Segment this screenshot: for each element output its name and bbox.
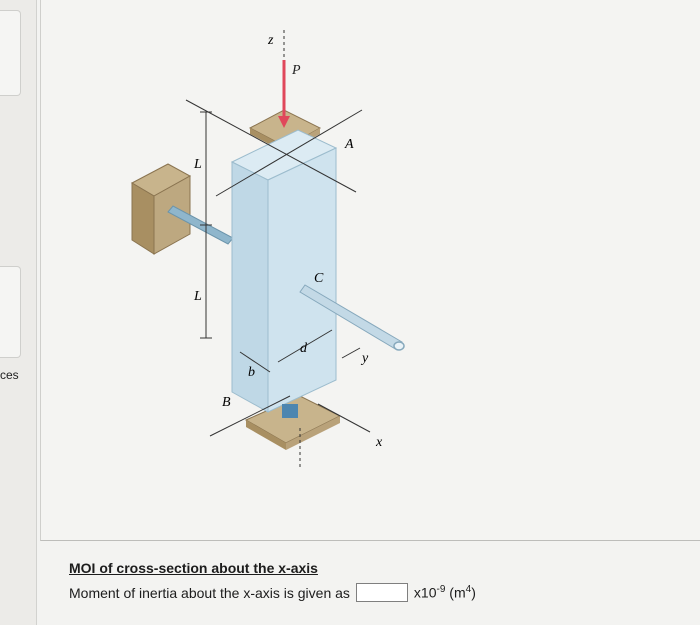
load-arrow-head [278,116,290,128]
dimension-line-b [239,351,271,373]
label-b: b [248,365,255,380]
sidebar-card[interactable] [0,10,21,96]
top-line-2 [215,109,363,197]
label-z: z [267,33,274,48]
label-A: A [344,137,354,152]
column-figure: z P A L L C d b y B x [130,30,405,470]
question-panel [40,0,700,541]
sidebar-card[interactable] [0,266,21,358]
label-P: P [291,63,301,78]
question-row: Moment of inertia about the x-axis is gi… [69,583,476,602]
column-front [267,147,337,413]
base-block-side [246,420,286,450]
label-B: B [222,395,231,410]
base-line-1 [209,395,291,437]
left-sidebar [0,0,37,625]
column-foot [282,404,298,418]
y-axis [341,347,361,359]
question-prompt: Moment of inertia about the x-axis is gi… [69,584,350,601]
rod-end [393,341,405,351]
base-line-2 [317,403,371,433]
dimension-line-d [277,329,333,363]
label-C: C [314,271,324,286]
question-title: MOI of cross-section about the x-axis [69,560,318,576]
label-x: x [375,435,383,450]
sidebar-partial-label: ces [0,368,19,382]
label-y: y [360,351,369,366]
wall-block-face [153,175,191,255]
unit-label: x10-9 (m4) [413,584,476,601]
wall-block-side [131,182,155,255]
top-line-1 [185,99,357,193]
moi-answer-input[interactable] [355,583,408,602]
label-d: d [300,341,308,356]
label-L-bottom: L [193,289,202,304]
label-L-top: L [193,157,202,172]
